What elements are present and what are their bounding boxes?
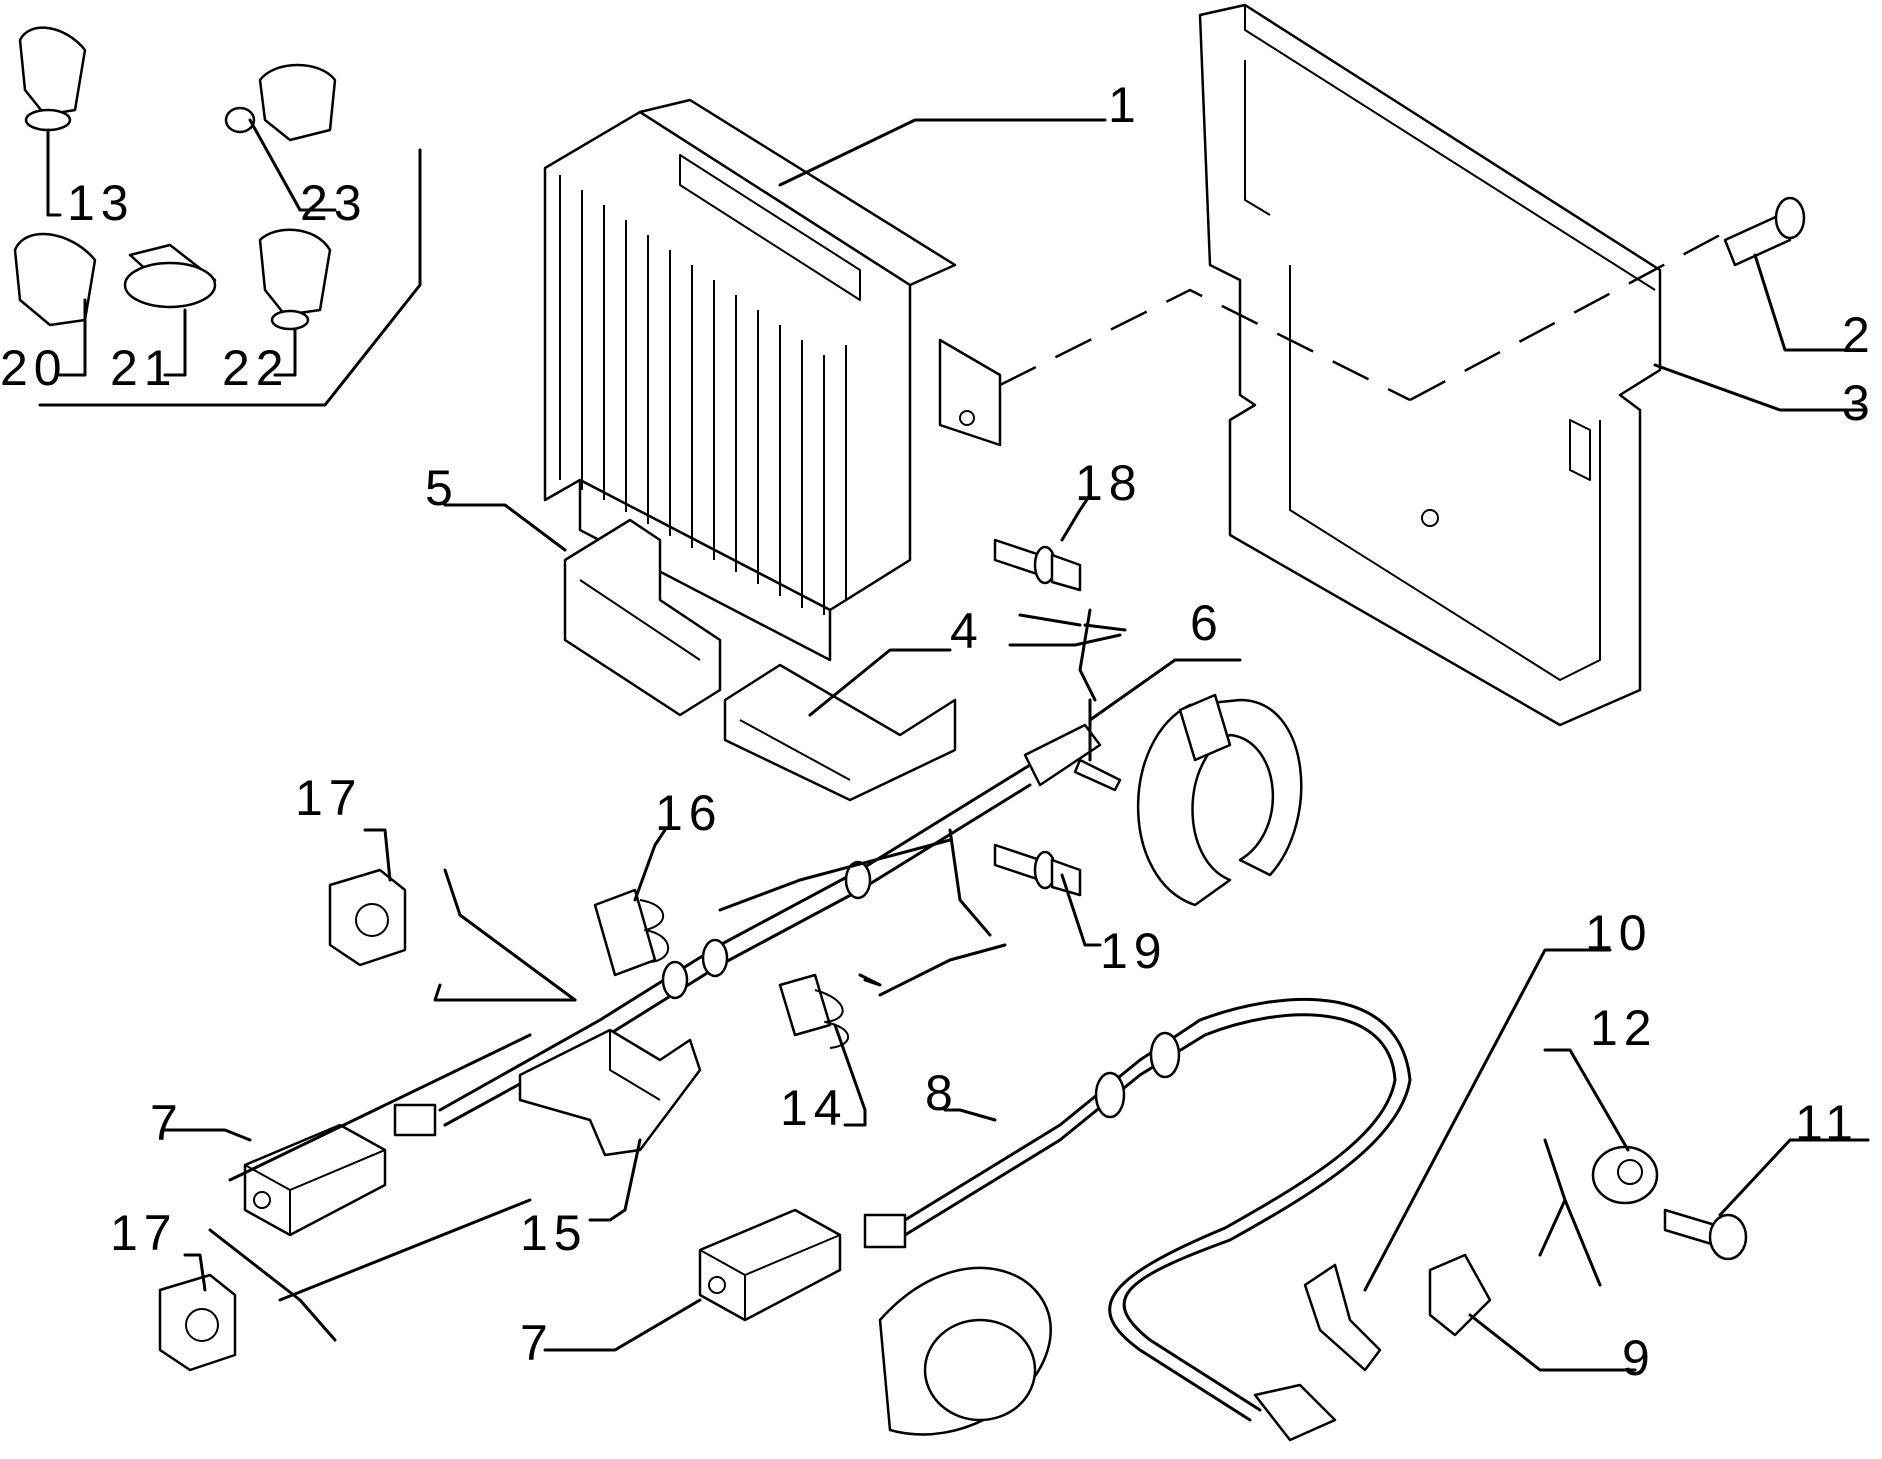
connector-7a: [243, 1123, 387, 1237]
screw-2: [1723, 196, 1806, 267]
label-part-14: 14: [780, 1080, 848, 1136]
bolt-11: [1663, 1208, 1748, 1261]
clip-bracket-14: [778, 973, 850, 1049]
small-clip-20: [13, 232, 97, 327]
flange-nut-12: [1591, 1145, 1659, 1205]
clip-10: [1303, 1263, 1382, 1372]
label-part-1: 1: [1108, 77, 1142, 133]
sensor-cable-8: [863, 997, 1412, 1442]
lower-bracket-right: [723, 663, 957, 802]
label-part-6: 6: [1190, 595, 1224, 651]
label-part-11: 11: [1795, 1095, 1859, 1151]
small-clip-21: [123, 243, 217, 309]
control-unit: [543, 98, 1002, 662]
clip-bracket-16: [593, 888, 670, 977]
label-part-20: 20: [0, 340, 68, 396]
label-part-17a: 17: [295, 770, 363, 826]
small-clip-22: [258, 228, 332, 331]
label-part-7a: 7: [150, 1095, 184, 1151]
label-part-4: 4: [950, 603, 984, 659]
label-part-17b: 17: [110, 1205, 178, 1261]
wiring-harness-6: [393, 723, 1122, 1137]
small-clip-13: [18, 26, 87, 132]
bolt-18: [993, 538, 1082, 592]
label-part-22: 22: [222, 340, 290, 396]
lower-bracket-left: [563, 518, 722, 717]
band-clamp: [1136, 693, 1303, 907]
label-part-9: 9: [1622, 1330, 1656, 1386]
label-part-18: 18: [1075, 455, 1143, 511]
label-part-15: 15: [520, 1205, 588, 1261]
wheel-hub: [878, 1266, 1052, 1436]
housing-cover: [1198, 3, 1662, 727]
leader-lines: [38, 118, 1870, 1372]
label-part-2: 2: [1842, 307, 1876, 363]
clip-nut-17a: [328, 868, 407, 967]
small-clip-23: [224, 63, 337, 142]
label-part-12: 12: [1590, 1000, 1658, 1056]
label-part-19: 19: [1100, 923, 1168, 979]
label-part-7b: 7: [520, 1315, 554, 1371]
label-part-10: 10: [1585, 905, 1653, 961]
label-part-16: 16: [655, 785, 723, 841]
label-part-8: 8: [925, 1065, 959, 1121]
connector-7b: [698, 1208, 842, 1322]
label-part-3: 3: [1842, 375, 1876, 431]
label-part-21: 21: [110, 340, 178, 396]
clip-nut-17b: [158, 1273, 237, 1372]
label-part-5: 5: [425, 460, 459, 516]
label-part-13: 13: [67, 175, 135, 231]
part-labels: 1 2 3 4 5 6 7 7 8 9 10 11 12 13 14 15 16…: [0, 77, 1876, 1386]
mounting-bracket-15: [518, 1028, 702, 1157]
bolt-19: [993, 843, 1082, 897]
label-part-23: 23: [300, 175, 368, 231]
